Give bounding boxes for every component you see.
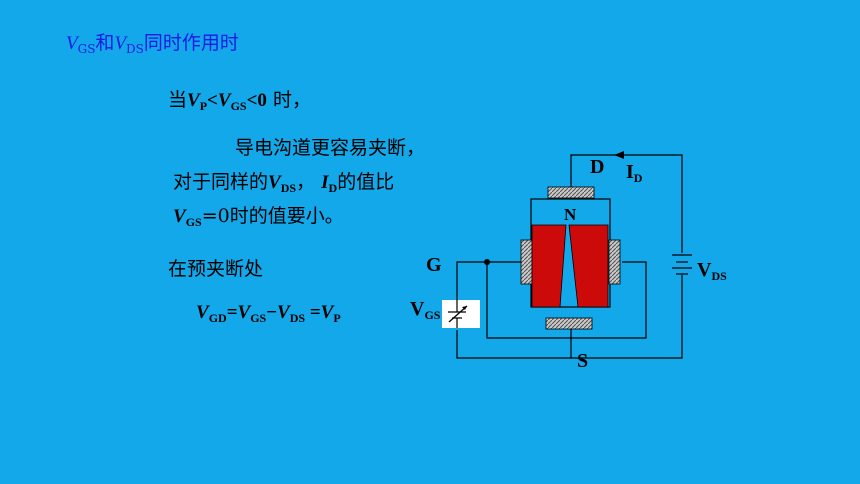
pinch-formula: VGD=VGS−VDS =VP xyxy=(196,302,341,325)
source-label: S xyxy=(577,350,589,372)
source-contact xyxy=(545,317,593,330)
vgs-label: VGS xyxy=(410,298,441,322)
gate-contact-left xyxy=(520,239,533,285)
drain-contact xyxy=(547,186,595,199)
vgs-source-box xyxy=(442,300,480,328)
pinch-label: 在预夹断处 xyxy=(168,258,264,280)
para-line-2: 对于同样的VDS， ID的值比 xyxy=(173,171,395,195)
gate-label: G xyxy=(426,254,442,276)
id-label: ID xyxy=(626,161,643,185)
source-return-wire xyxy=(456,275,683,359)
para-line-1: 导电沟道更容易夹断， xyxy=(235,137,426,159)
gate-contact-right xyxy=(608,239,621,285)
para-line-3: VGS=0时的值要小。 xyxy=(173,205,344,229)
gate-junction-dot xyxy=(484,259,490,265)
condition-text: 当VP<VGS<0 时， xyxy=(168,89,311,113)
depletion-left xyxy=(531,224,567,308)
drain-label: D xyxy=(590,156,605,178)
gate-wire-left xyxy=(456,261,522,300)
id-arrow xyxy=(614,151,624,159)
slide-title: VGS和VDS同时作用时 xyxy=(66,32,239,56)
gate-wire-loop xyxy=(486,261,647,339)
vds-label: VDS xyxy=(697,259,727,283)
n-channel-label: N xyxy=(564,205,577,224)
drain-wire xyxy=(570,154,683,253)
depletion-right xyxy=(568,224,609,308)
